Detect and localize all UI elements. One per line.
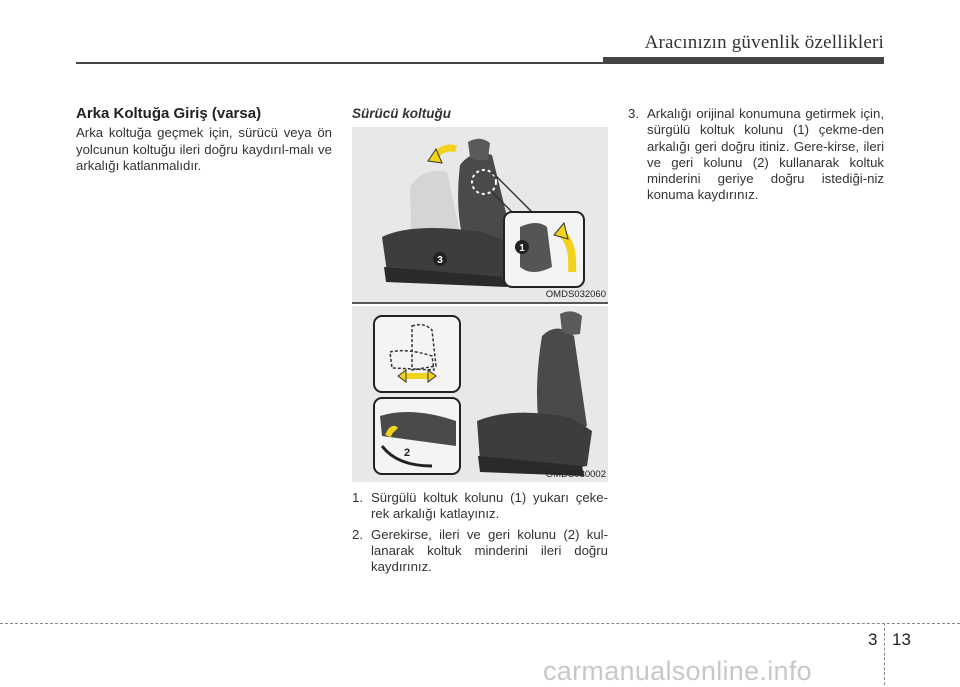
steps-list: 1.Sürgülü koltuk kolunu (1) yukarı çeke-… xyxy=(352,490,608,575)
column-2-steps: 1.Sürgülü koltuk kolunu (1) yukarı çeke-… xyxy=(352,490,608,579)
page-number: 13 xyxy=(892,630,911,649)
callout-1: 1 xyxy=(519,243,525,254)
chapter-number: 3 xyxy=(868,630,878,649)
seat-fold-illustration: 1 3 xyxy=(382,138,585,288)
column-2: Sürücü koltuğu xyxy=(352,106,608,133)
list-item: 3.Arkalığı orijinal konumuna getirmek iç… xyxy=(628,106,884,203)
header-bar xyxy=(603,57,884,64)
watermark: carmanualsonline.info xyxy=(543,656,812,686)
header-rule xyxy=(76,62,884,64)
callout-3: 3 xyxy=(437,255,443,266)
page-header-title: Aracınızın güvenlik özellikleri xyxy=(644,32,884,53)
section-heading: Arka Koltuğa Giriş (varsa) xyxy=(76,105,262,122)
figure-separator xyxy=(352,302,608,304)
column-1: Arka Koltuğa Giriş (varsa) Arka koltuğa … xyxy=(76,105,332,174)
footer-divider xyxy=(884,623,885,685)
list-item: 2.Gerekirse, ileri ve geri kolunu (2) ku… xyxy=(352,526,608,575)
list-item: 1.Sürgülü koltuk kolunu (1) yukarı çeke-… xyxy=(352,490,608,522)
footer-rule xyxy=(0,623,960,624)
seat-slide-illustration: 2 xyxy=(373,311,592,476)
steps-list: 3.Arkalığı orijinal konumuna getirmek iç… xyxy=(628,106,884,204)
figure-seat-fold: 1 3 OMDS032060 xyxy=(352,127,608,302)
section-body: Arka koltuğa geçmek için, sürücü veya ön… xyxy=(76,125,332,173)
figure-2-code: OMDS030002 xyxy=(545,469,606,480)
subsection-heading: Sürücü koltuğu xyxy=(352,106,451,121)
column-3: 3.Arkalığı orijinal konumuna getirmek iç… xyxy=(628,106,884,208)
figure-seat-slide: 2 OMDS030002 xyxy=(352,306,608,482)
callout-2: 2 xyxy=(404,447,410,459)
figure-1-code: OMDS032060 xyxy=(545,289,606,300)
